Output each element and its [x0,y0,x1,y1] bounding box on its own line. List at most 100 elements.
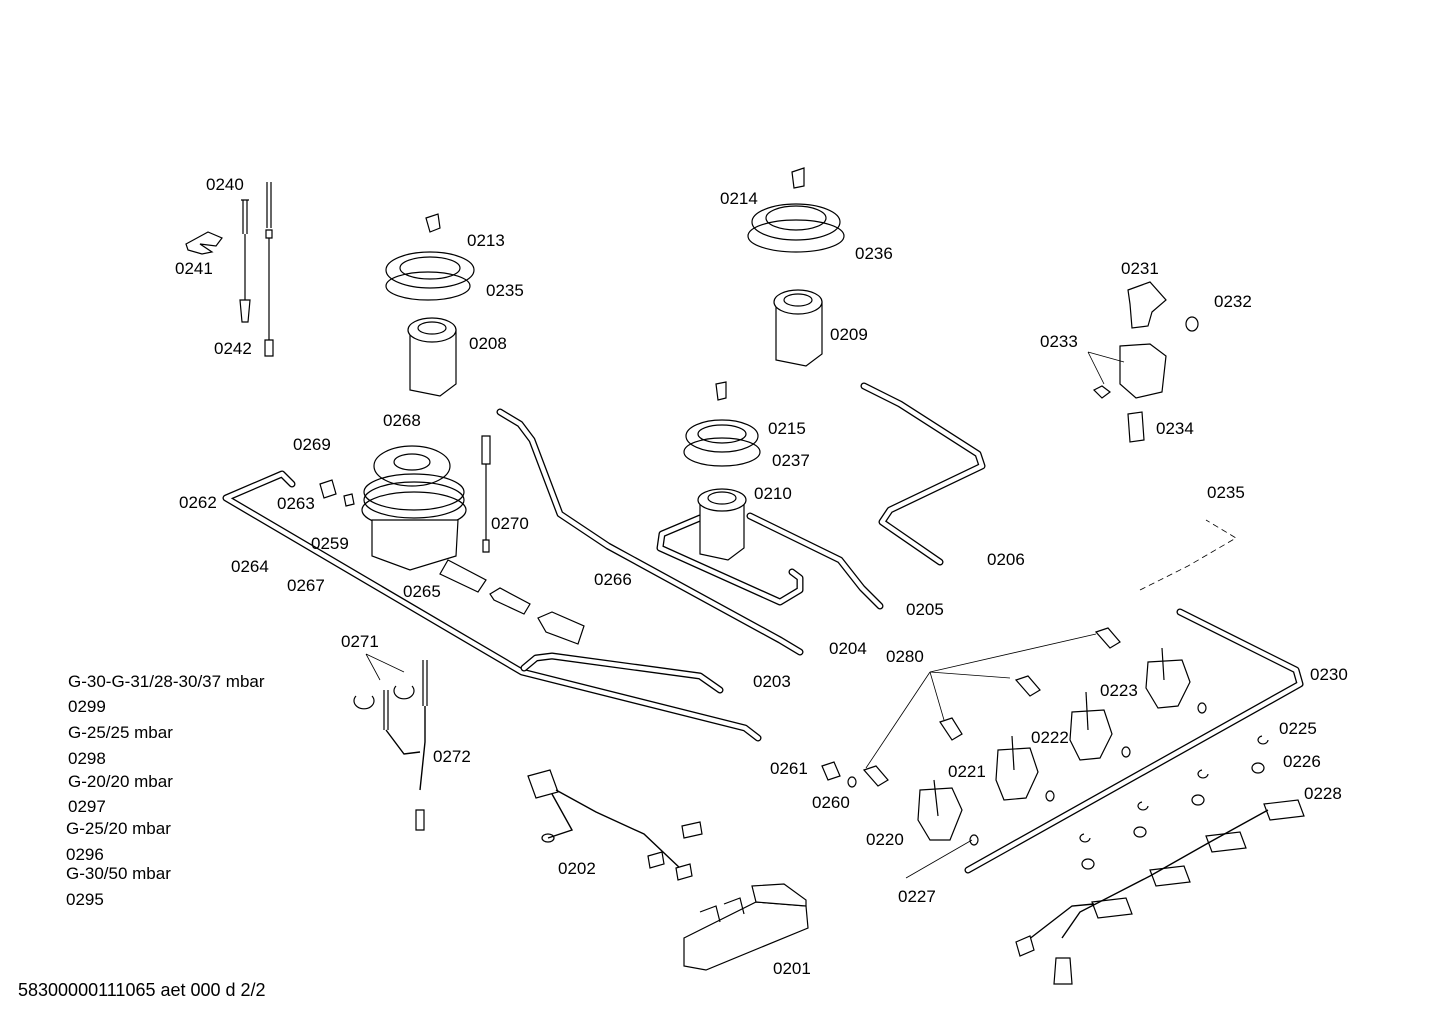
cap-screw-0213 [425,213,441,233]
dashed-link [1139,519,1237,591]
washer-0232 [1185,316,1199,332]
wok-burner-0265 [319,435,585,645]
label-0230: 0230 [1310,665,1348,684]
label-0264: 0264 [231,557,269,576]
ignition-harness-0228 [1015,735,1305,985]
ring-0237 [683,437,761,467]
label-0233: 0233 [1040,332,1078,351]
injector-0263 [319,479,337,499]
label-0204: 0204 [829,639,867,658]
wire-harness-0202 [527,769,703,881]
label-0240: 0240 [206,175,244,194]
label-0271: 0271 [341,632,379,651]
callout-labels: 0240 0241 0242 0213 0235 0208 0214 0236 … [175,175,1348,978]
clip-0241 [185,231,223,255]
label-0266: 0266 [594,570,632,589]
label-0241: 0241 [175,259,213,278]
label-0206: 0206 [987,550,1025,569]
thermocouple-probe-2 [264,182,274,357]
electrode-0270 [481,435,491,553]
connector-end-2 [1053,957,1073,985]
label-0227: 0227 [898,887,936,906]
label-0225: 0225 [1279,719,1317,738]
label-0261: 0261 [770,759,808,778]
label-0260: 0260 [812,793,850,812]
label-0262: 0262 [179,493,217,512]
injector-0261 [821,761,841,781]
injector-0280-c [939,717,963,741]
legend-g25-20-label: G-25/20 mbar [66,819,171,838]
label-0202: 0202 [558,859,596,878]
label-0203: 0203 [753,672,791,691]
label-0232: 0232 [1214,292,1252,311]
burner-stack-0209 [747,167,845,367]
legend-g25-25-label: G-25/25 mbar [68,723,173,742]
label-0209: 0209 [830,325,868,344]
legend-g30-label: G-30-G-31/28-30/37 mbar [68,672,265,691]
valve-0223 [1145,659,1191,709]
valve-0220 [917,787,963,841]
legend-g20-code: 0297 [68,797,106,816]
label-0231: 0231 [1121,259,1159,278]
label-0235-right: 0235 [1207,483,1245,502]
label-0215: 0215 [768,419,806,438]
burner-crown-0268 [373,445,451,487]
injector-0280-a [1094,627,1121,649]
electrode-group-0240 [185,182,274,357]
burner-base-0265 [371,519,459,571]
nipple-0234 [1127,411,1145,443]
ring-0269 [363,473,465,511]
legend-g25-20-code: 0296 [66,845,104,864]
clip-0271-a [353,695,375,710]
injector-0280-b [1014,675,1041,697]
legend-g20-label: G-20/20 mbar [68,772,173,791]
ring-0236 [747,219,845,253]
igniter-4 [1263,799,1305,821]
thermocouple-probe [239,199,251,323]
igniter-2 [1149,865,1191,887]
legend-g25-25-code: 0298 [68,749,106,768]
legend-g30-50-label: G-30/50 mbar [66,864,171,883]
label-0214: 0214 [720,189,758,208]
label-0235-top: 0235 [486,281,524,300]
fittings-0231 [1087,281,1199,443]
burner-stack-0210 [683,381,761,561]
label-0223: 0223 [1100,681,1138,700]
legend-g30-code: 0299 [68,697,106,716]
harness-connector [527,769,559,799]
elbow-0231 [1127,281,1167,329]
label-0237: 0237 [772,451,810,470]
label-0228: 0228 [1304,784,1342,803]
label-0280: 0280 [886,647,924,666]
label-0269: 0269 [293,435,331,454]
cap-screw-0214 [791,167,805,189]
seal-0227 [969,834,979,846]
igniter-3 [1205,831,1247,853]
legend-g30-50-code: 0295 [66,890,104,909]
valve-0222 [1069,709,1113,761]
label-0263: 0263 [277,494,315,513]
gas-pipes [222,382,1304,874]
label-0236: 0236 [855,244,893,263]
clip-0271-b [393,685,415,700]
label-0221: 0221 [948,762,986,781]
label-0210: 0210 [754,484,792,503]
label-0201: 0201 [773,959,811,978]
injector-0264 [343,493,355,507]
gas-valves [821,627,1207,879]
label-0259: 0259 [311,534,349,553]
nozzle-0233 [1092,385,1111,399]
valve-0221 [995,747,1039,801]
label-0268: 0268 [383,411,421,430]
tube-0266 [489,587,531,615]
thermocouples-0272 [353,653,428,831]
label-0208: 0208 [469,334,507,353]
label-0234: 0234 [1156,419,1194,438]
injector-0280-d [862,765,889,787]
document-footer-id: 58300000111065 aet 000 d 2/2 [18,980,266,1000]
washer-0226 [1251,762,1265,774]
igniter-1 [1091,897,1133,919]
label-0220: 0220 [866,830,904,849]
cap-screw-0215 [715,381,727,401]
